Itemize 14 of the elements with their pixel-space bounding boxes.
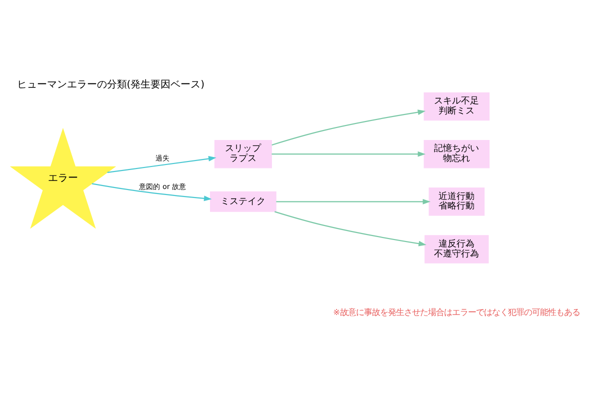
arrow <box>92 183 212 202</box>
node-box: ミステイク <box>210 191 276 212</box>
node-box: スリップ ラプス <box>214 140 272 168</box>
arrow <box>272 151 426 157</box>
node-box: 近道行動 省略行動 <box>428 188 485 216</box>
arrow <box>276 198 431 204</box>
arrow <box>274 211 426 246</box>
node-box: 記憶ちがい 物忘れ <box>424 140 490 168</box>
arrow <box>272 110 426 146</box>
diagram-title: ヒューマンエラーの分類(発生要因ベース) <box>16 79 205 90</box>
label: ※故意に事故を発生させた場合はエラーではなく犯罪の可能性もある <box>333 306 580 317</box>
node-box: スキル不足 判断ミス <box>424 92 490 121</box>
node-box: 違反行為 不遵守行為 <box>424 235 489 264</box>
arrow <box>107 156 216 174</box>
